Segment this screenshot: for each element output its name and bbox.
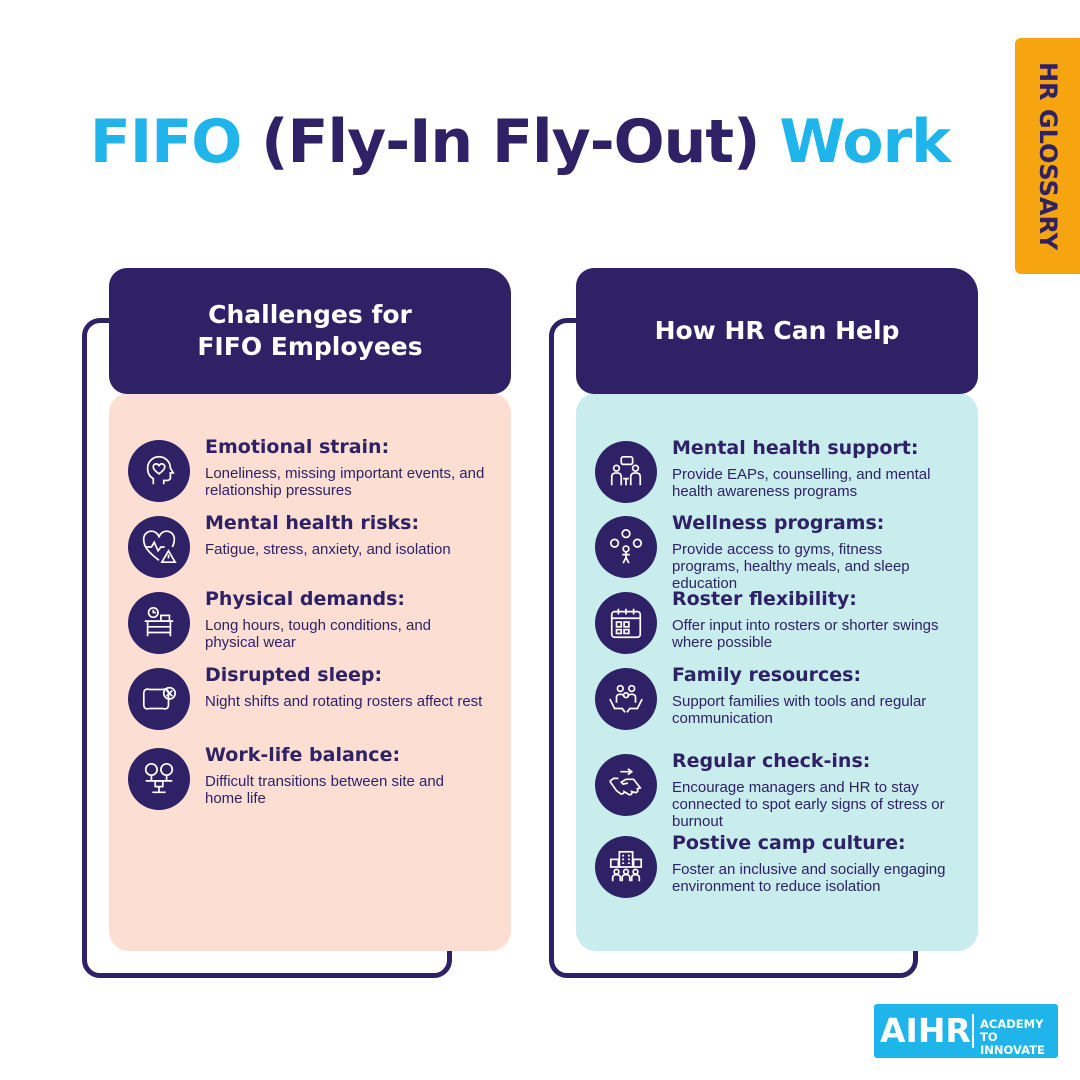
item-desc: Long hours, tough conditions, and physic… <box>205 617 432 651</box>
item-title: Regular check-ins: <box>672 750 871 772</box>
logo-line1: ACADEMY TO <box>980 1017 1044 1044</box>
aihr-logo-text: ACADEMY TO INNOVATE HR <box>980 1018 1058 1070</box>
calendar-icon <box>595 592 657 654</box>
title-fifo: FIFO <box>89 107 242 177</box>
item-title: Work-life balance: <box>205 744 401 766</box>
item-desc: Fatigue, stress, anxiety, and isolation <box>205 541 451 558</box>
hr-help-header-line1: How HR Can Help <box>654 316 900 345</box>
item-title: Mental health risks: <box>205 512 420 534</box>
item-desc: Offer input into rosters or shorter swin… <box>672 617 939 651</box>
item-title: Emotional strain: <box>205 436 390 458</box>
item-desc: Provide EAPs, counselling, and mental he… <box>672 466 931 500</box>
head-heart-icon <box>128 440 190 502</box>
logo-line2: INNOVATE HR <box>980 1043 1045 1070</box>
item-desc: Provide access to gyms, fitness programs… <box>672 541 910 592</box>
page-title: FIFO (Fly-In Fly-Out) Work <box>0 102 1040 182</box>
item-desc: Encourage managers and HR to stay connec… <box>672 779 945 830</box>
title-work: Work <box>779 107 951 177</box>
handshake-icon <box>595 754 657 816</box>
item-title: Roster flexibility: <box>672 588 857 610</box>
hr-help-header: How HR Can Help <box>576 268 978 394</box>
pillow-cross-icon <box>128 668 190 730</box>
hr-glossary-tab: HR GLOSSARY <box>1015 38 1080 274</box>
hr-glossary-label: HR GLOSSARY <box>1033 61 1062 251</box>
item-title: Mental health support: <box>672 437 919 459</box>
challenges-header: Challenges for FIFO Employees <box>109 268 511 394</box>
item-desc: Night shifts and rotating rosters affect… <box>205 693 483 710</box>
item-title: Physical demands: <box>205 588 406 610</box>
heart-warning-icon <box>128 516 190 578</box>
logo-divider <box>972 1014 974 1048</box>
item-title: Wellness programs: <box>672 512 885 534</box>
balance-scale-icon <box>128 748 190 810</box>
item-title: Postive camp culture: <box>672 832 906 854</box>
counselling-icon <box>595 441 657 503</box>
aihr-logo-mark: AIHR <box>880 1011 971 1050</box>
challenges-header-line2: FIFO Employees <box>197 332 423 361</box>
wellness-person-icon <box>595 516 657 578</box>
desk-clock-icon <box>128 592 190 654</box>
family-hands-icon <box>595 668 657 730</box>
camp-community-icon <box>595 836 657 898</box>
item-desc: Loneliness, missing important events, an… <box>205 465 485 499</box>
challenges-header-line1: Challenges for <box>208 300 412 329</box>
item-title: Disrupted sleep: <box>205 664 383 686</box>
item-title: Family resources: <box>672 664 862 686</box>
item-desc: Foster an inclusive and socially engagin… <box>672 861 946 895</box>
item-desc: Difficult transitions between site and h… <box>205 773 445 807</box>
aihr-logo: AIHR ACADEMY TO INNOVATE HR <box>874 1004 1058 1070</box>
title-fly-in-fly-out: (Fly-In Fly-Out) <box>261 107 760 177</box>
item-desc: Support families with tools and regular … <box>672 693 927 727</box>
